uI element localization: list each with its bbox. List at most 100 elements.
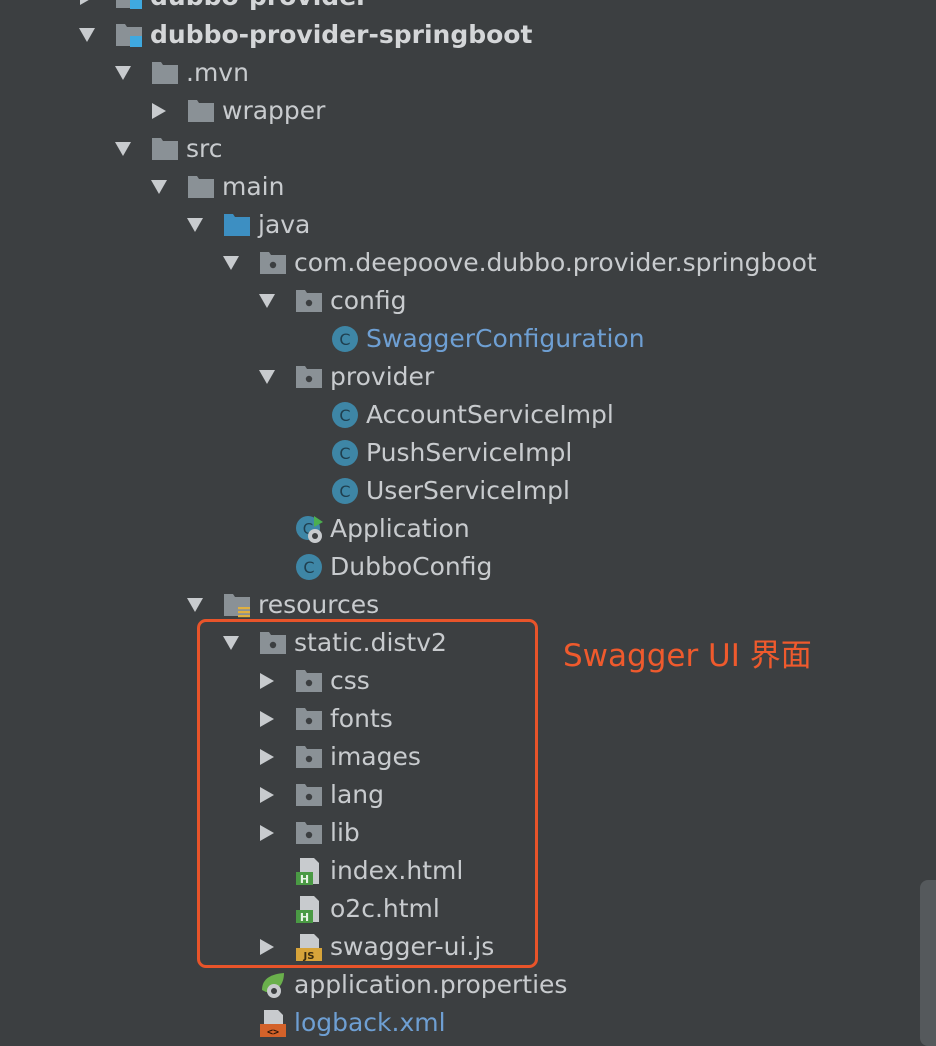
- tree-node-wrapper[interactable]: wrapper: [0, 92, 900, 130]
- scrollbar-thumb[interactable]: [920, 880, 936, 1046]
- annotation-label: Swagger UI 界面: [563, 638, 812, 674]
- expanded-arrow-icon[interactable]: [255, 365, 279, 389]
- collapsed-arrow-icon[interactable]: [255, 935, 279, 959]
- tree-node-java[interactable]: java: [0, 206, 900, 244]
- module-folder-icon: [114, 20, 144, 50]
- tree-node-label: config: [330, 286, 407, 315]
- tree-node-label: fonts: [330, 704, 393, 733]
- annotation-box: [197, 619, 538, 968]
- folder-icon: [186, 172, 216, 202]
- svg-text:H: H: [300, 873, 309, 886]
- collapsed-arrow-icon[interactable]: [255, 669, 279, 693]
- tree-node-label: PushServiceImpl: [366, 438, 573, 467]
- class-icon: C: [330, 324, 360, 354]
- package-icon: [294, 818, 324, 848]
- expanded-arrow-icon[interactable]: [183, 593, 207, 617]
- package-icon: [294, 286, 324, 316]
- class-icon: C: [330, 438, 360, 468]
- collapsed-arrow-icon[interactable]: [147, 99, 171, 123]
- svg-text:C: C: [303, 558, 314, 577]
- tree-node-main[interactable]: main: [0, 168, 900, 206]
- svg-text:C: C: [303, 520, 313, 538]
- tree-node-fonts[interactable]: fonts: [0, 700, 900, 738]
- tree-node-dubbo-provider[interactable]: dubbo-provider: [0, 0, 900, 16]
- package-icon: [294, 742, 324, 772]
- tree-node-css[interactable]: css: [0, 662, 900, 700]
- class-icon: C: [330, 476, 360, 506]
- expanded-arrow-icon[interactable]: [219, 251, 243, 275]
- expanded-arrow-icon[interactable]: [147, 175, 171, 199]
- spring-properties-icon: [258, 970, 288, 1000]
- collapsed-arrow-icon[interactable]: [255, 707, 279, 731]
- collapsed-arrow-icon[interactable]: [255, 821, 279, 845]
- html-file-icon: H: [294, 894, 324, 924]
- class-icon: C: [330, 400, 360, 430]
- svg-text:H: H: [300, 911, 309, 924]
- expanded-arrow-icon[interactable]: [255, 289, 279, 313]
- tree-node-label: UserServiceImpl: [366, 476, 570, 505]
- xml-file-icon: <>: [258, 1008, 288, 1038]
- folder-icon: [186, 96, 216, 126]
- tree-node-label: index.html: [330, 856, 464, 885]
- tree-node-dubbo-provider-springboot[interactable]: dubbo-provider-springboot: [0, 16, 900, 54]
- tree-node-label: css: [330, 666, 370, 695]
- svg-text:C: C: [339, 482, 350, 501]
- tree-node-swagger-ui-js[interactable]: JS swagger-ui.js: [0, 928, 900, 966]
- expanded-arrow-icon[interactable]: [75, 23, 99, 47]
- tree-node-label: o2c.html: [330, 894, 440, 923]
- package-icon: [294, 780, 324, 810]
- module-folder-icon: [114, 0, 144, 12]
- tree-node-src[interactable]: src: [0, 130, 900, 168]
- tree-node-lang[interactable]: lang: [0, 776, 900, 814]
- collapsed-arrow-icon[interactable]: [255, 745, 279, 769]
- tree-node-mvn[interactable]: .mvn: [0, 54, 900, 92]
- tree-node-label: main: [222, 172, 285, 201]
- tree-node-com-deepoove-dubbo-provider-springboot[interactable]: com.deepoove.dubbo.provider.springboot: [0, 244, 900, 282]
- collapsed-arrow-icon[interactable]: [255, 783, 279, 807]
- expanded-arrow-icon[interactable]: [219, 631, 243, 655]
- tree-node-label: SwaggerConfiguration: [366, 324, 645, 353]
- expanded-arrow-icon[interactable]: [111, 61, 135, 85]
- tree-node-label: wrapper: [222, 96, 326, 125]
- tree-node-pushserviceimpl[interactable]: C PushServiceImpl: [0, 434, 900, 472]
- svg-text:JS: JS: [303, 951, 315, 962]
- tree-node-lib[interactable]: lib: [0, 814, 900, 852]
- svg-text:C: C: [339, 406, 350, 425]
- expanded-arrow-icon[interactable]: [183, 213, 207, 237]
- collapsed-arrow-icon[interactable]: [75, 0, 99, 9]
- tree-node-label: lib: [330, 818, 360, 847]
- svg-text:C: C: [339, 444, 350, 463]
- tree-node-label: resources: [258, 590, 380, 619]
- tree-node-config[interactable]: config: [0, 282, 900, 320]
- tree-node-label: .mvn: [186, 58, 249, 87]
- tree-node-provider[interactable]: provider: [0, 358, 900, 396]
- tree-node-label: src: [186, 134, 223, 163]
- package-icon: [258, 628, 288, 658]
- tree-node-images[interactable]: images: [0, 738, 900, 776]
- tree-node-label: images: [330, 742, 421, 771]
- tree-node-userserviceimpl[interactable]: C UserServiceImpl: [0, 472, 900, 510]
- package-icon: [258, 248, 288, 278]
- source-folder-icon: [222, 210, 252, 240]
- tree-node-logback-xml[interactable]: <>logback.xml: [0, 1004, 900, 1042]
- class-icon: C: [294, 552, 324, 582]
- tree-node-label: logback.xml: [294, 1008, 446, 1037]
- tree-node-label: dubbo-provider: [150, 0, 368, 16]
- package-icon: [294, 362, 324, 392]
- resources-folder-icon: [222, 590, 252, 620]
- tree-node-label: swagger-ui.js: [330, 932, 495, 961]
- package-icon: [294, 704, 324, 734]
- tree-node-static-distv2[interactable]: static.distv2: [0, 624, 900, 662]
- folder-icon: [150, 134, 180, 164]
- expanded-arrow-icon[interactable]: [111, 137, 135, 161]
- package-icon: [294, 666, 324, 696]
- tree-node-resources[interactable]: resources: [0, 586, 900, 624]
- tree-node-application-properties[interactable]: application.properties: [0, 966, 900, 1004]
